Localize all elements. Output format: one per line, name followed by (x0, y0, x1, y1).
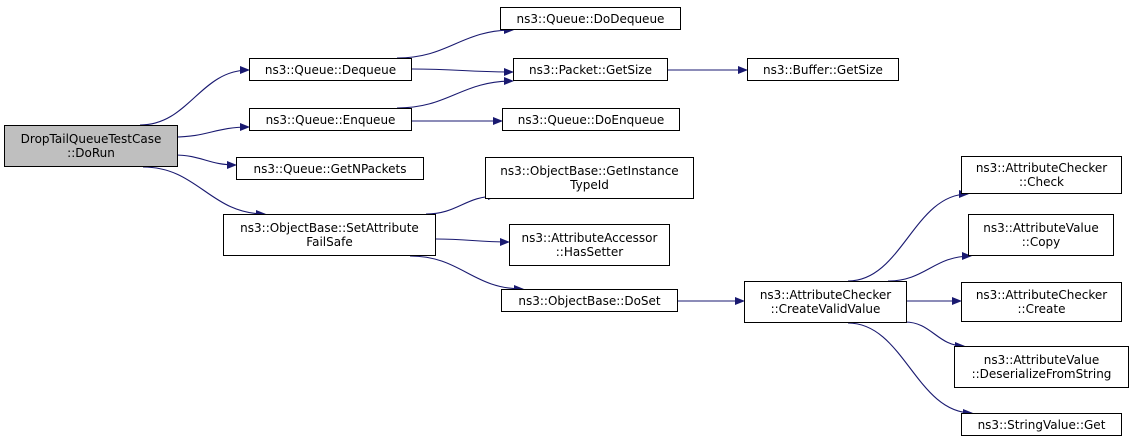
node-label-line: ns3::Buffer::GetSize (763, 62, 883, 77)
graph-node-doenqueue[interactable]: ns3::Queue::DoEnqueue (502, 108, 680, 131)
node-label-line: ns3::Queue::Dequeue (264, 62, 397, 77)
node-label-line: ns3::Queue::GetNPackets (253, 161, 407, 176)
graph-node-createvalidvalue[interactable]: ns3::AttributeChecker::CreateValidValue (744, 281, 907, 323)
graph-node-copy[interactable]: ns3::AttributeValue::Copy (968, 214, 1114, 256)
node-label-line: DropTailQueueTestCase (20, 132, 162, 146)
node-label-line: ns3::AttributeAccessor (521, 231, 658, 245)
node-label-line: FailSafe (306, 235, 353, 249)
node-label-line: ::Check (1019, 175, 1064, 189)
node-label-line: ns3::AttributeValue (983, 221, 1099, 235)
node-label-line: ns3::ObjectBase::GetInstance (500, 164, 679, 178)
call-edge-createvalidvalue-to-stringget (847, 322, 973, 417)
graph-node-stringget[interactable]: ns3::StringValue::Get (961, 413, 1122, 436)
call-edge-createvalidvalue-to-deserialize (904, 321, 965, 350)
call-edge-root-to-setattrfs (142, 166, 266, 218)
call-edge-root-to-dequeue (139, 66, 250, 126)
call-edge-enqueue-to-packetgetsize (396, 77, 514, 109)
node-label-line: ns3::StringValue::Get (977, 417, 1106, 432)
node-label-line: ns3::ObjectBase::DoSet (518, 293, 661, 308)
graph-node-deserialize[interactable]: ns3::AttributeValue::DeserializeFromStri… (954, 346, 1129, 388)
graph-node-enqueue[interactable]: ns3::Queue::Enqueue (249, 108, 412, 131)
call-edge-root-to-enqueue (173, 123, 250, 138)
graph-node-dequeue[interactable]: ns3::Queue::Dequeue (249, 58, 412, 81)
node-label-line: ::DoRun (67, 146, 115, 160)
node-label-line: ns3::ObjectBase::SetAttribute (240, 221, 419, 235)
call-edge-setattrfs-to-hassetter (435, 237, 510, 246)
node-label-line: ns3::AttributeChecker (975, 161, 1108, 175)
graph-node-create[interactable]: ns3::AttributeChecker::Create (961, 282, 1122, 322)
call-edge-root-to-getnpackets (173, 154, 237, 169)
call-edge-dequeue-to-dodequeue (396, 26, 514, 59)
node-label-line: ns3::Packet::GetSize (529, 62, 652, 77)
node-label-line: ns3::AttributeValue (983, 353, 1100, 367)
graph-node-packetgetsize[interactable]: ns3::Packet::GetSize (513, 58, 668, 81)
graph-node-check[interactable]: ns3::AttributeChecker::Check (961, 156, 1122, 194)
graph-node-doset[interactable]: ns3::ObjectBase::DoSet (501, 289, 678, 312)
node-label-line: ns3::AttributeChecker (975, 288, 1108, 302)
node-label-line: ::CreateValidValue (770, 302, 881, 316)
node-label-line: ::Create (1017, 302, 1066, 316)
node-label-line: ns3::Queue::DoDequeue (516, 11, 665, 26)
call-edge-setattrfs-to-doset (409, 255, 524, 293)
node-label-line: ::DeserializeFromString (971, 367, 1112, 381)
node-label-line: ::HasSetter (555, 245, 624, 259)
graph-node-dodequeue[interactable]: ns3::Queue::DoDequeue (500, 7, 681, 30)
graph-node-root: DropTailQueueTestCase::DoRun (4, 125, 178, 167)
node-label-line: ns3::AttributeChecker (759, 288, 892, 302)
call-edge-createvalidvalue-to-copy (887, 252, 972, 282)
node-label-line: ns3::Queue::DoEnqueue (517, 112, 665, 127)
graph-node-hassetter[interactable]: ns3::AttributeAccessor::HasSetter (509, 224, 670, 266)
call-edge-dequeue-to-packetgetsize (411, 67, 514, 76)
node-label-line: ::Copy (1021, 235, 1061, 249)
graph-node-getnpackets[interactable]: ns3::Queue::GetNPackets (236, 157, 424, 180)
graph-node-buffergetsize[interactable]: ns3::Buffer::GetSize (747, 58, 899, 81)
call-edge-createvalidvalue-to-check (847, 190, 969, 282)
node-label-line: TypeId (570, 178, 609, 192)
node-label-line: ns3::Queue::Enqueue (265, 112, 396, 127)
